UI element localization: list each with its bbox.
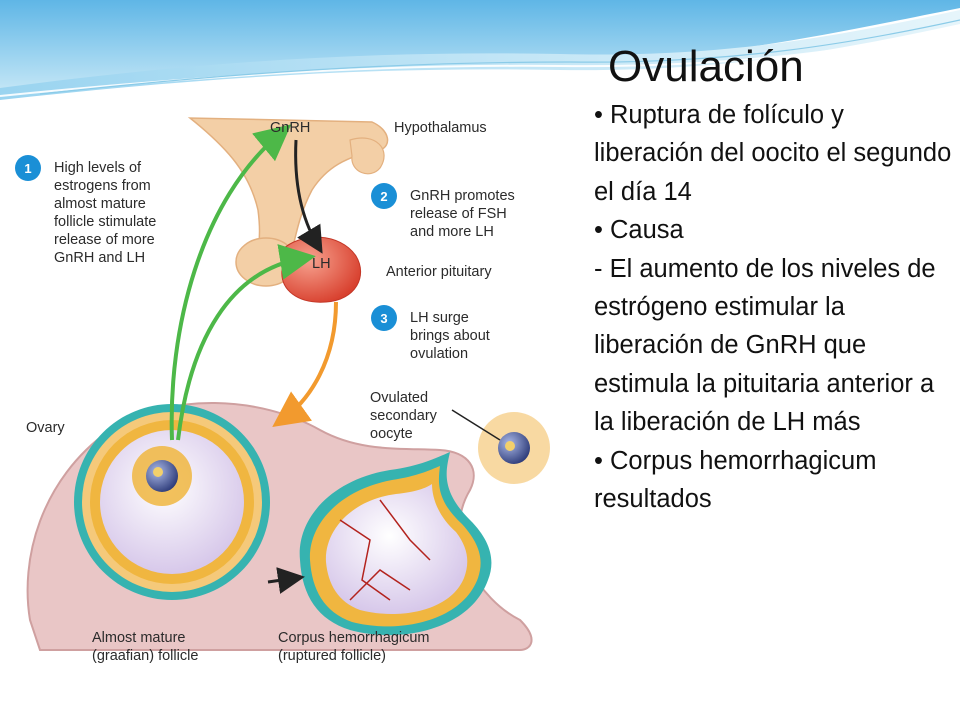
ovulated-oocyte	[478, 412, 550, 484]
header-wave-decoration	[0, 0, 960, 100]
step-3-badge	[371, 305, 397, 331]
label-hypothalamus: Hypothalamus	[394, 120, 487, 136]
label-follicle-line-1: Almost mature	[92, 630, 185, 646]
step-1-line-4: follicle stimulate	[54, 214, 156, 230]
graafian-follicle	[74, 404, 270, 600]
label-ovulated-line-1: Ovulated	[370, 390, 428, 406]
bullet-list: • Ruptura de folículo y liberación del o…	[594, 96, 954, 518]
label-corpus-line-1: Corpus hemorrhagicum	[278, 630, 430, 646]
step-2-line-1: GnRH promotes	[410, 188, 515, 204]
step-3-number: 3	[380, 311, 387, 326]
green-arrow-to-gnrh	[169, 124, 292, 441]
step-1-number: 1	[24, 161, 31, 176]
step-3: 3 LH surge brings about ovulation	[371, 305, 490, 362]
step-2-line-2: release of FSH	[410, 206, 507, 222]
label-ovary: Ovary	[26, 420, 65, 436]
label-corpus-line-2: (ruptured follicle)	[278, 648, 386, 664]
label-ovulated-line-3: oocyte	[370, 426, 413, 442]
step-1-line-1: High levels of	[54, 160, 142, 176]
label-lh: LH	[312, 256, 331, 272]
slide-title: Ovulación	[608, 42, 804, 91]
bullet-item-2: • Causa	[594, 216, 684, 245]
label-anterior-pituitary: Anterior pituitary	[386, 264, 492, 280]
step-2-line-3: and more LH	[410, 224, 494, 240]
step-3-line-1: LH surge	[410, 310, 469, 326]
label-ovulated-line-2: secondary	[370, 408, 438, 424]
label-follicle-line-2: (graafian) follicle	[92, 648, 198, 664]
ovulation-diagram: GnRH Hypothalamus LH Anterior pituitary …	[15, 117, 550, 664]
bullet-item-3: - El aumento de los niveles de estrógeno…	[594, 254, 936, 437]
step-1-line-2: estrogens from	[54, 178, 151, 194]
step-2-number: 2	[380, 189, 387, 204]
bullet-item-1: • Ruptura de folículo y liberación del o…	[594, 101, 952, 206]
step-1-badge	[15, 155, 41, 181]
corpus-hemorrhagicum	[299, 452, 492, 636]
step-2-badge	[371, 183, 397, 209]
orange-lh-surge-arrow	[272, 301, 338, 427]
follicle-to-corpus-arrow	[267, 567, 305, 594]
oocyte-pointer-line	[451, 409, 501, 441]
step-1-line-3: almost mature	[54, 196, 146, 212]
green-arrow-to-lh	[176, 244, 316, 441]
step-1-line-5: release of more	[54, 232, 155, 248]
step-1-line-6: GnRH and LH	[54, 250, 145, 266]
step-2: 2 GnRH promotes release of FSH and more …	[371, 183, 515, 240]
step-3-line-2: brings about	[410, 328, 490, 344]
gnrh-to-lh-arrow	[294, 139, 323, 254]
step-1: 1 High levels of estrogens from almost m…	[15, 155, 156, 266]
label-gnrh: GnRH	[270, 120, 310, 136]
bullet-item-4: • Corpus hemorrhagicum resultados	[594, 446, 877, 514]
step-3-line-3: ovulation	[410, 346, 468, 362]
